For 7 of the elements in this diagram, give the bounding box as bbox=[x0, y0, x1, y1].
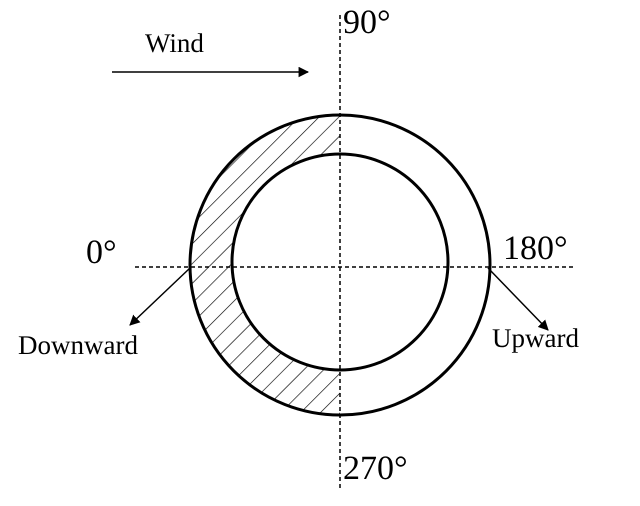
angle-label: 0° bbox=[86, 236, 117, 270]
angle-label: 180° bbox=[503, 232, 568, 266]
wind-label: Wind bbox=[145, 30, 204, 57]
direction-label: Downward bbox=[18, 332, 138, 359]
direction-label: Upward bbox=[492, 325, 579, 352]
angle-label: 270° bbox=[343, 452, 408, 486]
angle-label: 90° bbox=[343, 6, 391, 40]
